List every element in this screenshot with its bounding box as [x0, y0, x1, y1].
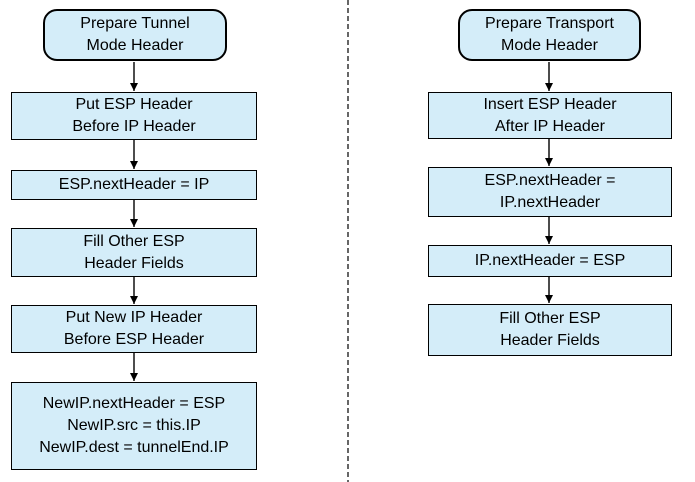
dashed-divider	[347, 0, 349, 482]
step-esp-nextheader-ip: ESP.nextHeader = IP	[11, 170, 257, 200]
step-insert-esp-header: Insert ESP Header After IP Header	[428, 92, 672, 139]
step-fill-esp-fields-transport: Fill Other ESP Header Fields	[428, 304, 672, 356]
step-newip-assignments: NewIP.nextHeader = ESP NewIP.src = this.…	[11, 382, 257, 470]
step-esp-nextheader-ip-nextheader: ESP.nextHeader = IP.nextHeader	[428, 167, 672, 217]
step-put-new-ip-header: Put New IP Header Before ESP Header	[11, 305, 257, 353]
transport-start-node: Prepare Transport Mode Header	[458, 9, 641, 61]
step-fill-esp-fields-tunnel: Fill Other ESP Header Fields	[11, 228, 257, 277]
tunnel-start-node: Prepare Tunnel Mode Header	[43, 9, 227, 61]
step-ip-nextheader-esp: IP.nextHeader = ESP	[428, 245, 672, 277]
step-put-esp-header: Put ESP Header Before IP Header	[11, 92, 257, 140]
